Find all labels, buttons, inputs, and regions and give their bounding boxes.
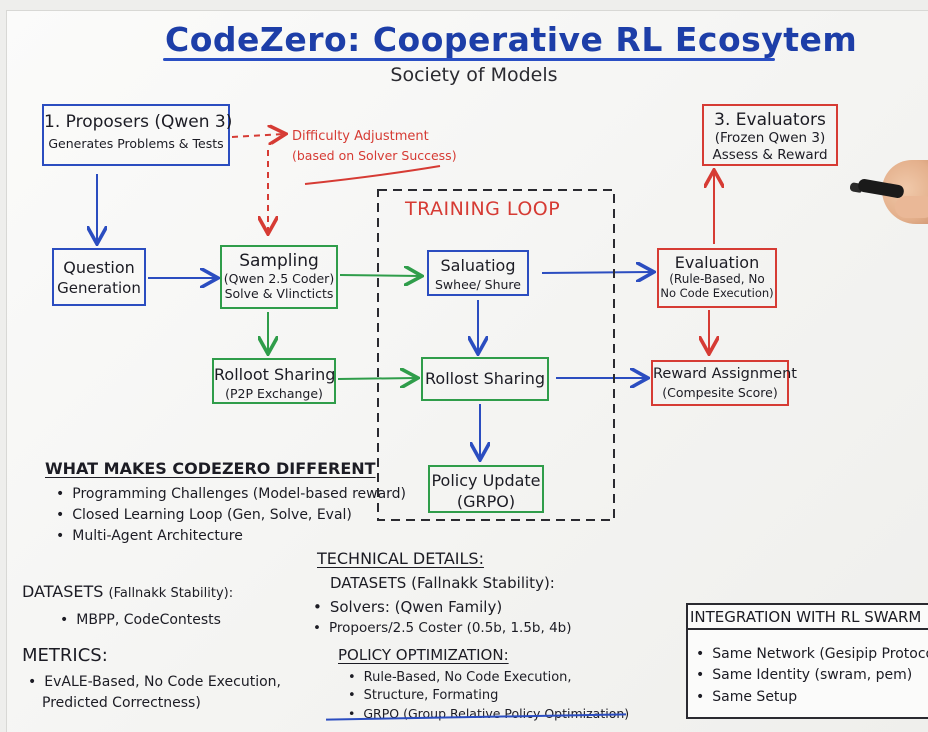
- evaluation-title: Evaluation: [674, 253, 760, 272]
- evaluators-line2: Assess & Reward: [712, 146, 828, 163]
- bullet-icon: •: [348, 688, 356, 703]
- technical-item-text: Solvers: (Qwen Family): [329, 598, 503, 616]
- bullet-icon: •: [348, 670, 356, 685]
- evaluation-line2: No Code Execution): [660, 285, 774, 300]
- training-loop-label: TRAINING LOOP: [405, 198, 561, 220]
- sampling-box: Sampling (Qwen 2.5 Coder) Solve & Vlinct…: [220, 245, 338, 309]
- technical-item: • Solvers: (Qwen Family): [313, 598, 502, 616]
- sampling-title: Sampling: [239, 251, 319, 271]
- question-generation-line2: Generation: [57, 279, 141, 298]
- evaluators-box: 3. Evaluators (Frozen Qwen 3) Assess & R…: [702, 104, 838, 166]
- proposers-box: 1. Proposers (Qwen 3) Generates Problems…: [42, 104, 233, 166]
- proposers-title: 1. Proposers (Qwen 3): [44, 112, 233, 132]
- rollout-sharing-left-title: Rolloot Sharing: [214, 365, 336, 384]
- datasets-left-title: DATASETS: [22, 582, 104, 601]
- rollout-sharing-left-subtitle: (P2P Exchange): [225, 386, 323, 402]
- difference-item-text: Closed Learning Loop (Gen, Solve, Eval): [72, 507, 352, 523]
- bullet-icon: •: [696, 689, 705, 705]
- datasets-left-note: (Fallnakk Stability):: [108, 586, 234, 601]
- proposers-subtitle: Generates Problems & Tests: [48, 136, 224, 152]
- metrics-item: • EvALE-Based, No Code Execution,: [28, 674, 281, 690]
- policy-update-subtitle: (GRPO): [456, 492, 516, 512]
- metrics-continuation: Predicted Correctness): [42, 695, 201, 711]
- saluatiog-title: Saluatiog: [440, 256, 516, 275]
- bullet-icon: •: [696, 646, 705, 662]
- metrics-item-text: EvALE-Based, No Code Execution,: [44, 674, 281, 690]
- technical-heading: TECHNICAL DETAILS:: [317, 549, 484, 568]
- difficulty-note: Difficulty Adjustment (based on Solver S…: [292, 127, 457, 165]
- bullet-icon: •: [696, 667, 705, 683]
- bullet-icon: •: [56, 486, 65, 502]
- difficulty-line1: Difficulty Adjustment: [292, 129, 429, 144]
- reward-assignment-title: Reward Assignment: [653, 366, 797, 382]
- integration-item-text: Same Setup: [712, 689, 798, 705]
- integration-item-text: Same Network (Gesipip Protocol): [712, 646, 928, 662]
- policy-heading: POLICY OPTIMIZATION:: [338, 646, 509, 664]
- integration-item: • Same Setup: [696, 689, 797, 705]
- sampling-line2: Solve & Vlincticts: [224, 286, 334, 302]
- technical-item: • Propoers/2.5 Coster (0.5b, 1.5b, 4b): [313, 620, 572, 636]
- bullet-icon: •: [56, 528, 65, 544]
- evaluation-line1: (Rule-Based, No: [669, 272, 765, 287]
- reward-assignment-subtitle: (Compesite Score): [662, 385, 778, 401]
- technical-datasets-line: DATASETS (Fallnakk Stability):: [330, 574, 555, 592]
- bullet-icon: •: [348, 706, 356, 721]
- bullet-icon: •: [56, 507, 65, 523]
- difference-item: • Multi-Agent Architecture: [56, 528, 243, 544]
- bullet-icon: •: [313, 620, 321, 636]
- bullet-icon: •: [60, 612, 69, 628]
- policy-update-title: Policy Update: [431, 471, 541, 490]
- evaluators-title: 3. Evaluators: [714, 110, 826, 130]
- arrow-saluatiog-to-evaluation: [541, 272, 652, 273]
- integration-divider: [688, 628, 928, 630]
- page-subtitle: Society of Models: [390, 64, 558, 86]
- policy-item: • Structure, Formating: [348, 688, 498, 703]
- rollout-sharing-left-box: Rolloot Sharing (P2P Exchange): [212, 358, 336, 404]
- policy-item-text: Structure, Formating: [363, 688, 499, 703]
- metrics-heading: METRICS:: [22, 645, 108, 666]
- evaluators-line1: (Frozen Qwen 3): [714, 130, 826, 147]
- question-generation-box: Question Generation: [52, 248, 146, 306]
- difference-item: • Closed Learning Loop (Gen, Solve, Eval): [56, 507, 352, 523]
- arrow-proposers-to-difficulty: [231, 134, 284, 137]
- page-title: CodeZero: Cooperative RL Ecosytem: [165, 20, 858, 59]
- integration-item: • Same Identity (swram, pem): [696, 667, 912, 683]
- integration-box: [686, 603, 928, 719]
- policy-item-text: Rule-Based, No Code Execution,: [363, 670, 572, 685]
- difference-item-text: Programming Challenges (Model-based rewa…: [72, 486, 407, 502]
- finger-image: [895, 196, 928, 218]
- arrow-rollout-left-to-center: [337, 378, 416, 379]
- saluatiog-box: Saluatiog Swhee/ Shure: [427, 250, 529, 296]
- datasets-left-item: • MBPP, CodeContests: [60, 612, 221, 628]
- integration-item-text: Same Identity (swram, pem): [712, 667, 913, 683]
- difference-item-text: Multi-Agent Architecture: [72, 528, 243, 544]
- bullet-icon: •: [313, 598, 322, 616]
- reward-assignment-box: Reward Assignment (Compesite Score): [651, 360, 797, 406]
- title-underline: [163, 58, 775, 61]
- technical-item-text: Propoers/2.5 Coster (0.5b, 1.5b, 4b): [328, 620, 572, 636]
- datasets-left-item-text: MBPP, CodeContests: [76, 612, 221, 628]
- rollout-sharing-center-box: Rollost Sharing: [421, 357, 549, 401]
- sampling-line1: (Qwen 2.5 Coder): [223, 271, 335, 287]
- arrow-sampling-to-saluatiog: [339, 275, 420, 276]
- difference-item: • Programming Challenges (Model-based rew…: [56, 486, 406, 502]
- evaluation-box: Evaluation (Rule-Based, No No Code Execu…: [657, 248, 777, 308]
- question-generation-line1: Question: [63, 258, 135, 277]
- difficulty-underline: [304, 165, 441, 185]
- saluatiog-subtitle: Swhee/ Shure: [435, 277, 521, 293]
- policy-item: • Rule-Based, No Code Execution,: [348, 670, 572, 685]
- rollout-sharing-center-title: Rollost Sharing: [425, 369, 545, 388]
- datasets-left-heading: DATASETS (Fallnakk Stability):: [22, 582, 233, 601]
- integration-item: • Same Network (Gesipip Protocol): [696, 646, 928, 662]
- bullet-icon: •: [28, 674, 37, 690]
- policy-update-box: Policy Update (GRPO): [428, 465, 544, 513]
- difficulty-line2: (based on Solver Success): [292, 147, 457, 163]
- integration-heading: INTEGRATION WITH RL SWARM: [690, 608, 922, 626]
- training-loop-frame: [377, 189, 615, 521]
- differences-heading: WHAT MAKES CODEZERO DIFFERENT: [45, 459, 376, 478]
